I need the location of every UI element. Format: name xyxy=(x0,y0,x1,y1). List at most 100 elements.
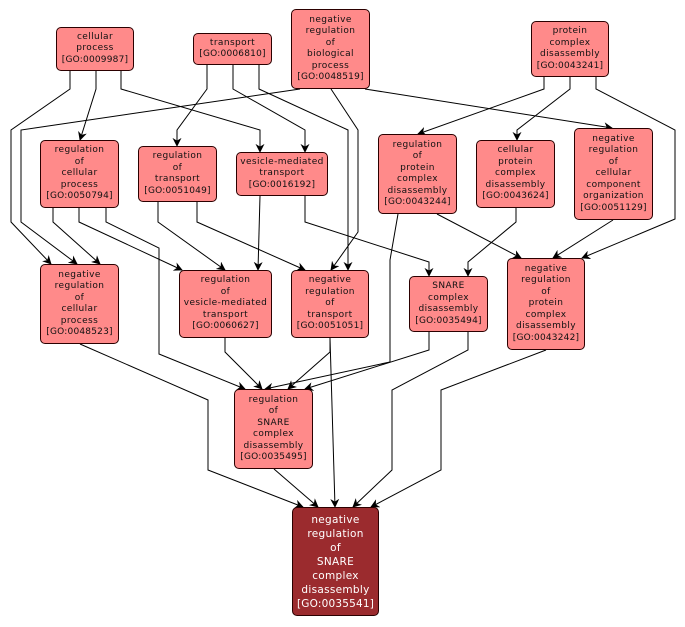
node-label-line: protein xyxy=(400,162,435,173)
node-label-line: regulation xyxy=(307,527,364,540)
edge-GO0006810-to-GO0051051 xyxy=(258,65,353,271)
node-label-line: negative xyxy=(309,14,352,25)
edge-GO0051049-to-GO0051051 xyxy=(196,202,306,271)
node-label-line: disassembly xyxy=(243,440,304,451)
node-label-line: transport xyxy=(209,37,256,48)
node-label-line: regulation xyxy=(200,275,251,286)
go-term-node-go0006810[interactable]: transport[GO:0006810] xyxy=(193,33,272,65)
edge-GO0035494-to-GO0035541 xyxy=(352,332,469,508)
edges-layer xyxy=(10,65,676,509)
node-go-id: [GO:0051051] xyxy=(296,321,364,332)
node-label-line: regulation xyxy=(54,145,105,156)
node-label-line: of xyxy=(608,156,619,167)
edge-GO0009987-to-GO0016192 xyxy=(120,71,265,153)
edge-GO0006810-to-GO0051049 xyxy=(172,65,208,147)
node-label-line: disassembly xyxy=(301,583,370,596)
node-go-id: [GO:0043244] xyxy=(384,197,451,207)
node-label-line: process xyxy=(311,60,350,71)
node-label-line: protein xyxy=(528,298,564,309)
node-label-line: of xyxy=(74,156,85,167)
node-label-line: negative xyxy=(308,275,352,286)
node-label-line: transport xyxy=(154,174,201,184)
node-label-line: transport xyxy=(202,309,249,320)
node-go-id: [GO:0043242] xyxy=(512,332,580,343)
node-label-line: SNARE xyxy=(316,555,355,568)
node-label-line: regulation xyxy=(152,151,203,161)
node-label-line: negative xyxy=(311,513,360,526)
node-label-line: SNARE xyxy=(257,417,290,428)
node-label-line: disassembly xyxy=(539,49,601,59)
node-label-line: negative xyxy=(58,269,101,280)
node-label-line: protein xyxy=(498,156,533,167)
edge-GO0043242-to-GO0035541 xyxy=(370,349,547,508)
node-label-line: of xyxy=(325,298,335,309)
node-label-line: disassembly xyxy=(515,321,577,332)
node-go-id: [GO:0048523] xyxy=(46,327,113,337)
node-label-line: complex xyxy=(549,37,591,48)
node-label-line: of xyxy=(172,162,183,173)
node-label-line: complex xyxy=(253,429,294,439)
node-label-line: vesicle-mediated xyxy=(240,156,324,167)
node-label-line: SNARE xyxy=(432,281,465,291)
node-label-line: regulation xyxy=(54,281,105,291)
node-label-line: of xyxy=(268,406,279,416)
node-label-line: of xyxy=(325,37,336,48)
edge-GO0051129-to-GO0043242 xyxy=(552,219,614,259)
node-label-line: transport xyxy=(259,168,305,179)
node-go-id: [GO:0035541] xyxy=(296,597,375,610)
node-go-id: [GO:0016192] xyxy=(248,179,316,190)
node-label-line: organization xyxy=(583,191,644,202)
edge-GO0035494-to-GO0035495 xyxy=(304,332,430,391)
edge-GO0050794-to-GO0060627 xyxy=(78,208,183,271)
edge-GO0060627-to-GO0035495 xyxy=(224,338,263,390)
node-label-line: negative xyxy=(524,263,568,274)
edge-GO0050794-to-GO0035495 xyxy=(105,208,246,391)
node-go-id: [GO:0043241] xyxy=(536,60,604,71)
node-label-line: disassembly xyxy=(387,185,448,196)
node-label-line: regulation xyxy=(305,286,355,297)
node-label-line: of xyxy=(412,151,423,161)
edge-GO0043624-to-GO0035494 xyxy=(463,208,517,277)
node-go-id: [GO:0051129] xyxy=(580,202,647,213)
node-label-line: of xyxy=(220,286,231,297)
node-label-line: complex xyxy=(428,292,469,303)
node-label-line: process xyxy=(76,43,114,54)
node-go-id: [GO:0048519] xyxy=(297,72,364,82)
node-go-id: [GO:0035495] xyxy=(240,452,307,462)
edge-GO0006810-to-GO0016192 xyxy=(232,65,310,153)
node-label-line: of xyxy=(74,292,85,303)
edge-GO0009987-to-GO0048523 xyxy=(10,71,71,265)
edge-GO0043244-to-GO0043242 xyxy=(436,213,522,259)
node-label-line: complex xyxy=(312,569,359,582)
node-label-line: disassembly xyxy=(485,179,546,190)
edge-GO0048519-to-GO0051051 xyxy=(330,88,359,271)
node-go-id: [GO:0060627] xyxy=(192,321,259,332)
edge-GO0051049-to-GO0060627 xyxy=(157,202,226,271)
node-label-line: cellular xyxy=(497,145,534,156)
node-label-line: biological xyxy=(307,49,354,59)
node-label-line: component xyxy=(586,179,641,190)
node-label-line: cellular xyxy=(61,304,98,314)
node-label-line: complex xyxy=(525,309,567,320)
edge-GO0043241-to-GO0043244 xyxy=(417,77,545,136)
edge-GO0016192-to-GO0035494 xyxy=(304,196,434,277)
node-label-line: cellular xyxy=(61,168,98,179)
edge-GO0043244-to-GO0035495 xyxy=(264,213,399,392)
edge-GO0051051-to-GO0035541 xyxy=(329,337,340,508)
